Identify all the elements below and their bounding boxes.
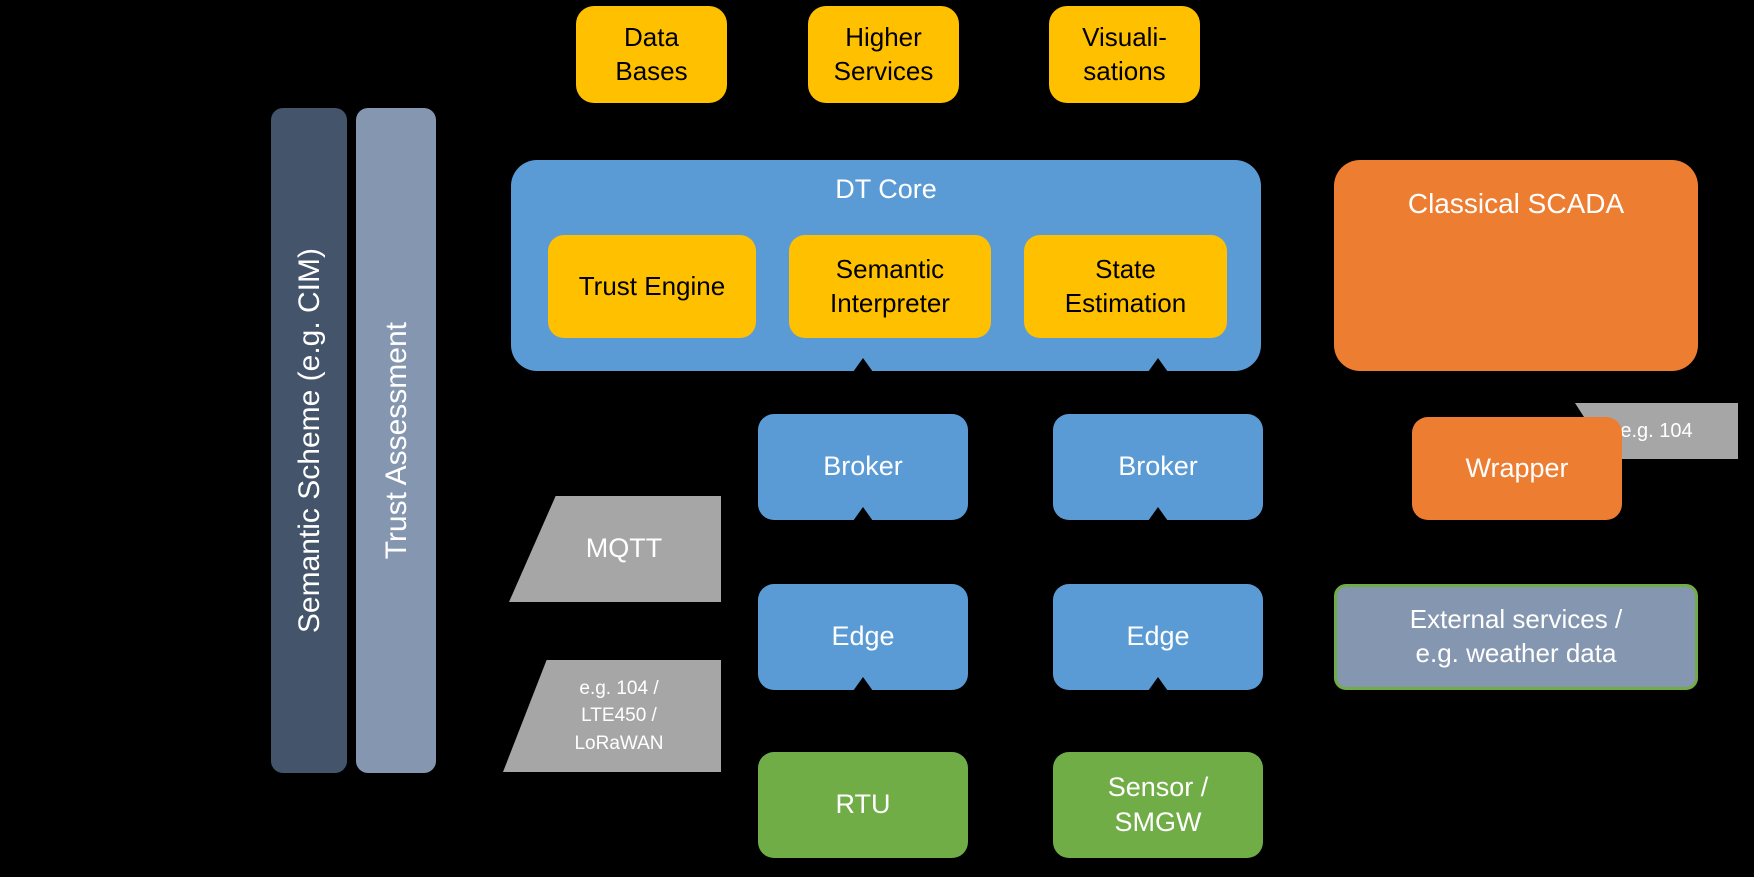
callout-mqtt: MQTT (509, 496, 721, 602)
node-rtu: RTU (758, 752, 968, 858)
bar-trust-assessment: Trust Assessment (356, 108, 436, 773)
node-data-bases: Data Bases (576, 6, 727, 103)
connector-arrowhead-icon (853, 677, 873, 691)
node-classical-scada: Classical SCADA (1334, 160, 1698, 371)
node-higher-services: Higher Services (808, 6, 959, 103)
connector-arrowhead-icon (1148, 677, 1168, 691)
node-semantic-interpreter: Semantic Interpreter (789, 235, 991, 338)
node-state-estimation: State Estimation (1024, 235, 1227, 338)
connector-arrowhead-icon (853, 358, 873, 372)
node-wrapper: Wrapper (1412, 417, 1622, 520)
connector-arrowhead-icon (853, 507, 873, 521)
node-trust-engine: Trust Engine (548, 235, 756, 338)
node-edge-left: Edge (758, 584, 968, 690)
node-broker-right: Broker (1053, 414, 1263, 520)
node-edge-right: Edge (1053, 584, 1263, 690)
node-external-services: External services / e.g. weather data (1334, 584, 1698, 690)
bar-semantic-scheme-label: Semantic Scheme (e.g. CIM) (292, 247, 326, 634)
callout-field-protocols: e.g. 104 / LTE450 / LoRaWAN (503, 660, 721, 772)
bar-trust-assessment-label: Trust Assessment (379, 321, 413, 560)
node-broker-left: Broker (758, 414, 968, 520)
connector-arrowhead-icon (1148, 358, 1168, 372)
bar-semantic-scheme: Semantic Scheme (e.g. CIM) (271, 108, 347, 773)
connector-arrowhead-icon (1148, 507, 1168, 521)
node-dt-core-title: DT Core (835, 174, 937, 204)
node-visualisations: Visuali- sations (1049, 6, 1200, 103)
node-sensor-smgw: Sensor / SMGW (1053, 752, 1263, 858)
